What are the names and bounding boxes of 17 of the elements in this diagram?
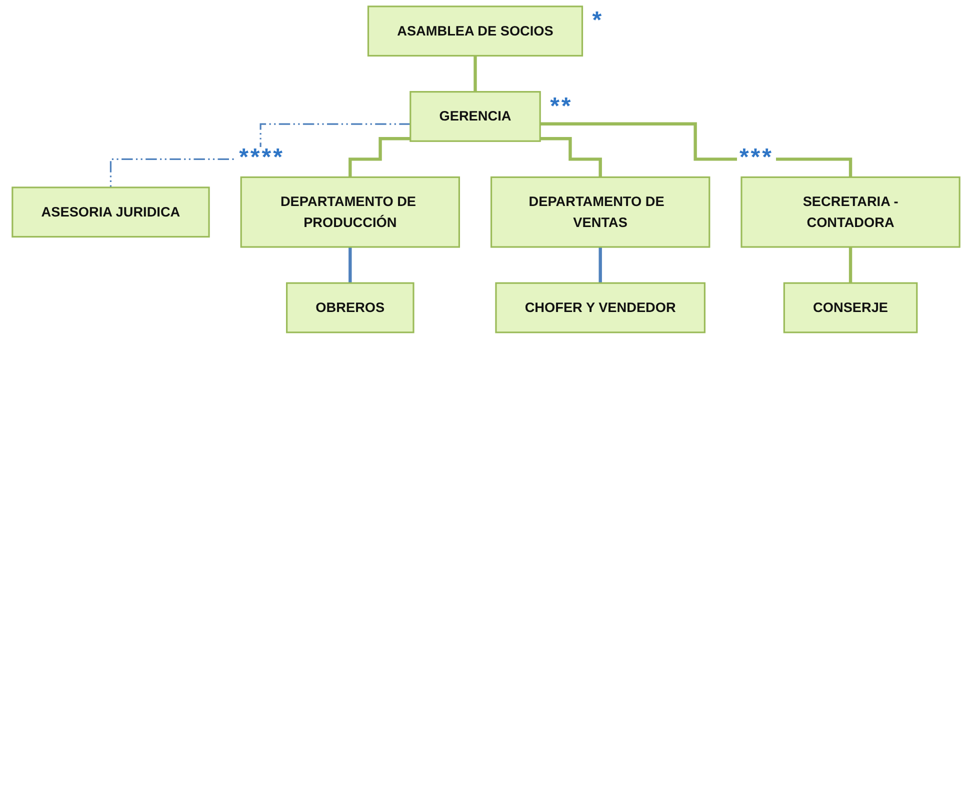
node-box	[490, 176, 710, 248]
node-box	[783, 282, 918, 334]
connector	[540, 122, 852, 179]
node-box	[495, 282, 706, 334]
node-box	[367, 6, 584, 57]
node-box	[410, 91, 541, 142]
connector	[540, 137, 602, 179]
connector	[848, 245, 852, 285]
node-box	[12, 186, 210, 238]
connector	[110, 123, 410, 188]
node-box	[286, 282, 414, 334]
connector	[348, 137, 410, 179]
node-box	[740, 176, 960, 248]
connector	[474, 54, 477, 94]
node-box	[240, 176, 460, 248]
connector	[348, 245, 352, 285]
connector	[598, 245, 602, 285]
